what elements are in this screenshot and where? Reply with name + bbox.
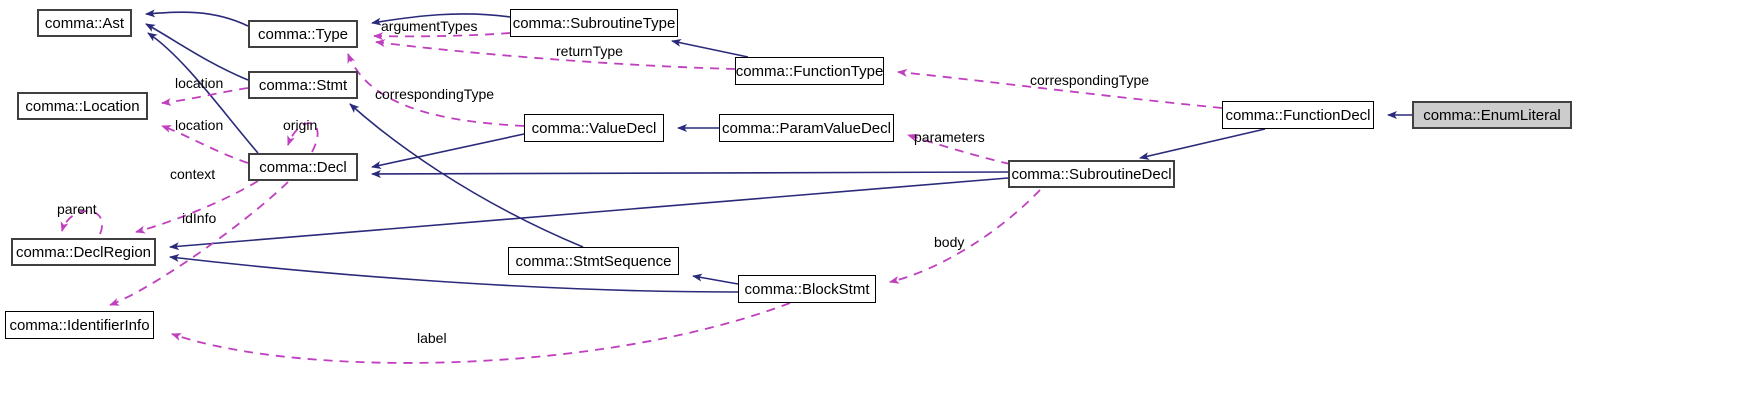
edge-valuedecl-decl (371, 133, 525, 169)
edge-label-location-1: location (175, 75, 224, 91)
edge-stmtsequence-stmt (349, 103, 584, 248)
node-label: comma::FunctionType (735, 62, 884, 80)
edge-idinfo (109, 181, 289, 306)
edge-stmt-ast (145, 23, 249, 81)
edge-functiondecl-subroutinedecl (1139, 128, 1266, 160)
edge-type-ast (145, 9, 249, 27)
node-label: comma::FunctionDecl (1225, 106, 1371, 124)
node-comma-identifierinfo[interactable]: comma::IdentifierInfo (5, 311, 154, 339)
edge-label-correspondingtype-1: correspondingType (1030, 72, 1150, 88)
edge-location-stmt (161, 87, 249, 107)
edge-subroutinedecl-decl (371, 169, 1009, 178)
node-label: comma::IdentifierInfo (9, 316, 150, 334)
node-label: comma::StmtSequence (515, 252, 672, 270)
edge-parent (60, 210, 103, 235)
edge-label-parent: parent (57, 201, 97, 217)
edge-location-decl (161, 125, 249, 164)
node-comma-functiondecl[interactable]: comma::FunctionDecl (1222, 101, 1374, 129)
node-comma-stmtsequence[interactable]: comma::StmtSequence (508, 247, 679, 275)
node-comma-type[interactable]: comma::Type (248, 20, 358, 48)
edge-label-body: body (934, 234, 965, 250)
node-comma-subroutinetype[interactable]: comma::SubroutineType (510, 9, 678, 37)
edge-label-correspondingtype-2: correspondingType (375, 86, 495, 102)
edge-subroutinetype-type (371, 13, 511, 26)
edge-parameters (907, 133, 1011, 165)
inheritance-edges (145, 9, 1412, 293)
node-label: comma::Decl (259, 158, 347, 176)
edge-correspondingtype-valuedecl (347, 53, 525, 127)
node-label: comma::DeclRegion (15, 243, 152, 261)
node-comma-decl[interactable]: comma::Decl (248, 153, 358, 181)
node-comma-valuedecl[interactable]: comma::ValueDecl (524, 114, 664, 142)
node-label: comma::SubroutineType (512, 14, 676, 32)
edge-functiontype-subroutinetype (671, 38, 749, 58)
node-label: comma::ParamValueDecl (722, 119, 891, 137)
edge-correspondingtype-functiondecl (897, 68, 1223, 109)
node-comma-declregion[interactable]: comma::DeclRegion (11, 238, 156, 266)
edge-blockstmt-stmtsequence (692, 273, 739, 285)
node-label: comma::SubroutineDecl (1011, 165, 1172, 183)
node-label: comma::BlockStmt (744, 280, 870, 298)
node-comma-subroutinedecl[interactable]: comma::SubroutineDecl (1008, 160, 1175, 188)
edge-blockstmt-declregion (169, 254, 739, 293)
node-comma-paramvaluedecl[interactable]: comma::ParamValueDecl (719, 114, 894, 142)
edge-label-origin: origin (283, 117, 318, 133)
node-comma-blockstmt[interactable]: comma::BlockStmt (738, 275, 876, 303)
edge-label-context: context (170, 166, 216, 182)
node-comma-enumliteral[interactable]: comma::EnumLiteral (1412, 101, 1572, 129)
edge-label (171, 302, 791, 364)
edge-body (889, 189, 1041, 284)
edge-label-idinfo: idInfo (182, 210, 217, 226)
node-label: comma::EnumLiteral (1423, 106, 1561, 124)
node-label: comma::Type (257, 25, 349, 43)
edge-label-parameters: parameters (914, 129, 985, 145)
node-comma-location[interactable]: comma::Location (17, 92, 148, 120)
usage-edges (60, 32, 1223, 364)
node-label: comma::Location (25, 97, 140, 115)
edge-label-label: label (417, 330, 447, 346)
node-comma-functiontype[interactable]: comma::FunctionType (735, 57, 884, 85)
edge-label-returntype: returnType (556, 43, 623, 59)
edge-subroutinedecl-declregion (169, 177, 1009, 251)
node-label: comma::Ast (44, 14, 125, 32)
edge-decl-ast (147, 32, 259, 154)
node-label: comma::Stmt (258, 76, 348, 94)
edge-argumenttypes (373, 32, 511, 41)
edge-label-argumenttypes: argumentTypes (381, 18, 478, 34)
edge-origin (287, 122, 319, 153)
node-label: comma::ValueDecl (531, 119, 657, 137)
node-comma-ast[interactable]: comma::Ast (37, 9, 132, 37)
edge-context (135, 180, 259, 234)
node-comma-stmt[interactable]: comma::Stmt (248, 71, 358, 99)
edge-label-location-2: location (175, 117, 224, 133)
